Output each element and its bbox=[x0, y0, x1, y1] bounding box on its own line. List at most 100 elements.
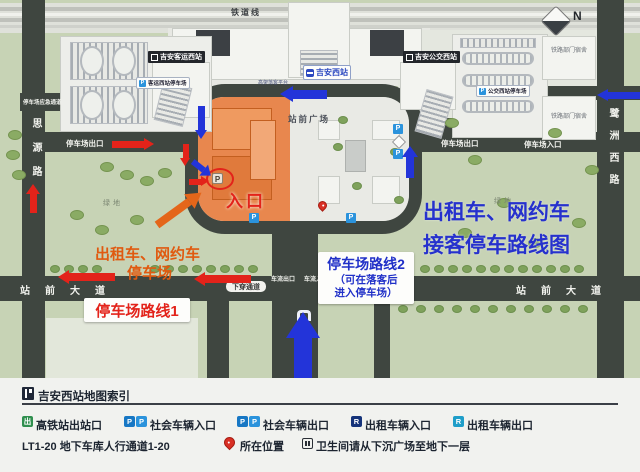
bush-icon bbox=[6, 150, 20, 160]
red-arrowhead bbox=[58, 270, 69, 284]
tree-icon bbox=[532, 265, 542, 273]
blue-arrow-ring-top bbox=[293, 90, 327, 99]
route1-label: 停车场路线1 bbox=[95, 302, 179, 320]
plaza-label: 站前广场 bbox=[288, 114, 331, 124]
route2-box: 停车场路线2 （可在落客后 进入停车场） bbox=[318, 252, 414, 304]
plaza-structure bbox=[318, 120, 340, 140]
blue-arrow-ring-west bbox=[198, 106, 205, 130]
bush-icon bbox=[458, 228, 472, 238]
bush-icon bbox=[445, 118, 459, 128]
toilet-note: 卫生间请从下沉广场至地下一层 bbox=[316, 441, 470, 453]
tree-icon bbox=[462, 265, 472, 273]
west-station-name: 吉安西站 bbox=[316, 68, 348, 77]
taxi-exit-icon: R bbox=[453, 416, 464, 427]
route1-box: 停车场路线1 bbox=[84, 298, 190, 322]
legend-divider bbox=[22, 403, 618, 405]
tree-icon bbox=[470, 305, 480, 313]
taxi-lot-label-line2: 停车场 bbox=[127, 265, 173, 282]
bush-icon bbox=[12, 170, 26, 180]
road-stub-south bbox=[374, 301, 390, 378]
coach-loop bbox=[112, 46, 136, 76]
map-title-line2: 接客停车路线图 bbox=[423, 234, 570, 257]
blue-arrow-enter-west bbox=[608, 92, 640, 99]
bush-icon bbox=[572, 218, 586, 228]
train-icon bbox=[306, 68, 314, 77]
bush-icon bbox=[95, 225, 109, 235]
tree-icon bbox=[574, 265, 584, 273]
entrance-label: 入口 bbox=[226, 192, 266, 211]
red-arrowhead bbox=[194, 272, 205, 286]
parking-icon: P bbox=[393, 124, 403, 134]
bush-icon bbox=[468, 155, 482, 165]
tree-icon bbox=[248, 265, 258, 273]
bus-icon bbox=[151, 53, 158, 61]
drop-off-label: 高架落客平台 bbox=[258, 80, 289, 86]
parking-p-icon: P bbox=[237, 416, 248, 427]
bush-icon bbox=[100, 162, 114, 172]
green-label: 绿地 bbox=[494, 198, 514, 205]
road-name-siyuan: 思源路 bbox=[30, 118, 41, 190]
bus-icon bbox=[406, 53, 413, 61]
parking-exit-label-right: 停车场出口 bbox=[441, 139, 479, 148]
bush-icon bbox=[528, 238, 542, 248]
legend-panel bbox=[0, 378, 640, 472]
bush-icon bbox=[585, 165, 599, 175]
parking-p-icon: P bbox=[124, 416, 135, 427]
tree-icon bbox=[50, 265, 60, 273]
blue-arrowhead bbox=[280, 86, 293, 102]
rail-exit-icon: 出 bbox=[22, 416, 33, 427]
red-arrow-south bbox=[183, 144, 189, 158]
tree-icon bbox=[206, 265, 216, 273]
road-name-luzhou-west: 鹭洲西路 bbox=[607, 108, 618, 196]
bus-station-badge: 吉安公交西站 bbox=[403, 51, 460, 63]
tree-icon bbox=[488, 305, 498, 313]
route2-note-line2: 进入停车场） bbox=[334, 286, 398, 299]
road-luzhou-west bbox=[597, 0, 624, 378]
tree-icon bbox=[490, 265, 500, 273]
tree-icon bbox=[420, 265, 430, 273]
bush-icon bbox=[140, 176, 154, 186]
red-arrowhead bbox=[26, 184, 40, 194]
bush-icon bbox=[120, 170, 134, 180]
toilet-icon bbox=[302, 438, 313, 449]
parking-entrance-label: 停车场入口 bbox=[524, 140, 562, 149]
legend-label: 社会车辆入口 bbox=[150, 420, 216, 432]
parking-exit-label-left: 停车场出口 bbox=[66, 139, 104, 148]
bus-station-name: 吉安公交西站 bbox=[415, 54, 457, 61]
blue-arrowhead-large bbox=[286, 312, 320, 338]
tree-icon bbox=[78, 265, 88, 273]
tree-icon bbox=[448, 265, 458, 273]
legend-label: 出租车辆入口 bbox=[365, 420, 431, 432]
taxi-zone-block bbox=[250, 120, 276, 180]
tree-icon bbox=[524, 305, 534, 313]
tree-icon bbox=[333, 143, 343, 151]
tree-icon bbox=[220, 265, 230, 273]
station-roof-block bbox=[370, 30, 404, 56]
tree-icon bbox=[338, 116, 348, 124]
north-label: N bbox=[573, 9, 582, 23]
tree-icon bbox=[92, 265, 102, 273]
dormitory-label: 铁路部门宿舍 bbox=[551, 114, 588, 120]
red-arrow-west bbox=[205, 275, 251, 283]
west-station-badge: 吉安西站 bbox=[303, 65, 351, 80]
bus-parking-badge: P 公交西站停车场 bbox=[476, 85, 530, 97]
red-arrowhead bbox=[201, 176, 209, 186]
emergency-channel-label: 停车场应急通道 bbox=[23, 100, 62, 106]
traffic-exit-label: 车流出口 bbox=[271, 277, 296, 283]
plaza-structure bbox=[318, 176, 340, 204]
plaza-sunken-square bbox=[345, 140, 366, 172]
blue-arrowhead bbox=[195, 130, 207, 139]
tree-icon bbox=[434, 305, 444, 313]
coach-parking-badge: P 客运西站停车场 bbox=[136, 77, 190, 89]
bus-parking-rows bbox=[460, 38, 536, 48]
tree-icon bbox=[518, 265, 528, 273]
coach-loop bbox=[80, 90, 104, 120]
railway-label: 铁道线 bbox=[231, 8, 261, 17]
tree-layer bbox=[6, 116, 599, 313]
legend-label: 社会车辆出口 bbox=[263, 420, 329, 432]
dormitory-building bbox=[542, 36, 596, 80]
tree-icon bbox=[434, 265, 444, 273]
traffic-entrance-label: 车流入口 bbox=[304, 277, 329, 283]
parking-icon: P bbox=[346, 213, 356, 223]
